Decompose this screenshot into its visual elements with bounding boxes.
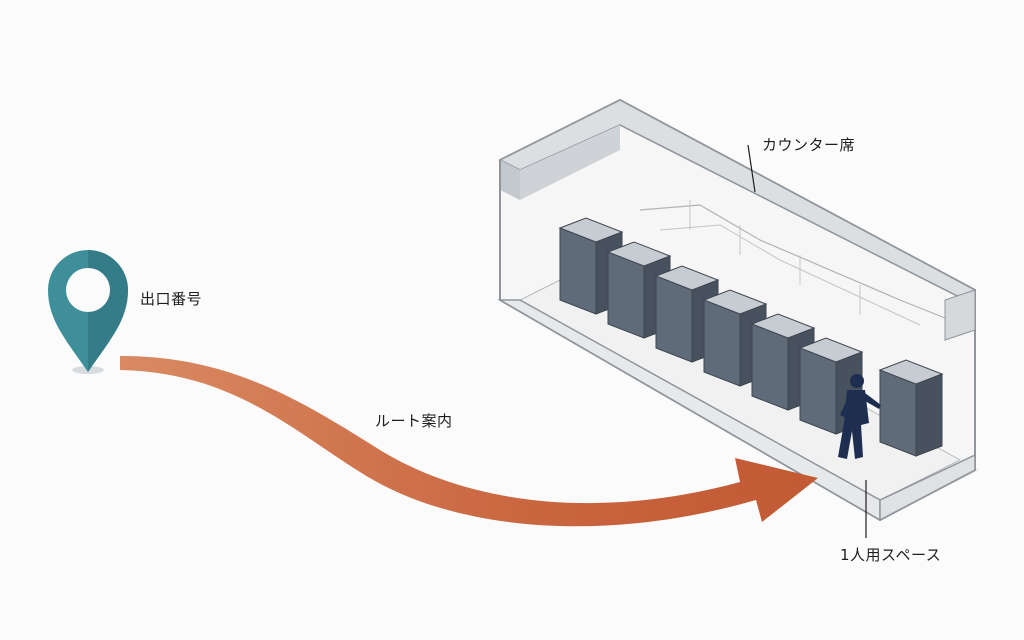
route-arrow [120, 356, 818, 527]
exit-number-label: 出口番号 [140, 290, 203, 308]
single-space-label: 1人用スペース [840, 546, 942, 564]
person-figure [838, 374, 881, 459]
map-pin-icon [48, 250, 128, 374]
counter-seats-label: カウンター席 [762, 136, 856, 154]
booth-row [558, 217, 944, 457]
route-guide-label: ルート案内 [375, 412, 453, 430]
booth-7 [878, 359, 944, 457]
counter-leader-line [747, 144, 756, 193]
